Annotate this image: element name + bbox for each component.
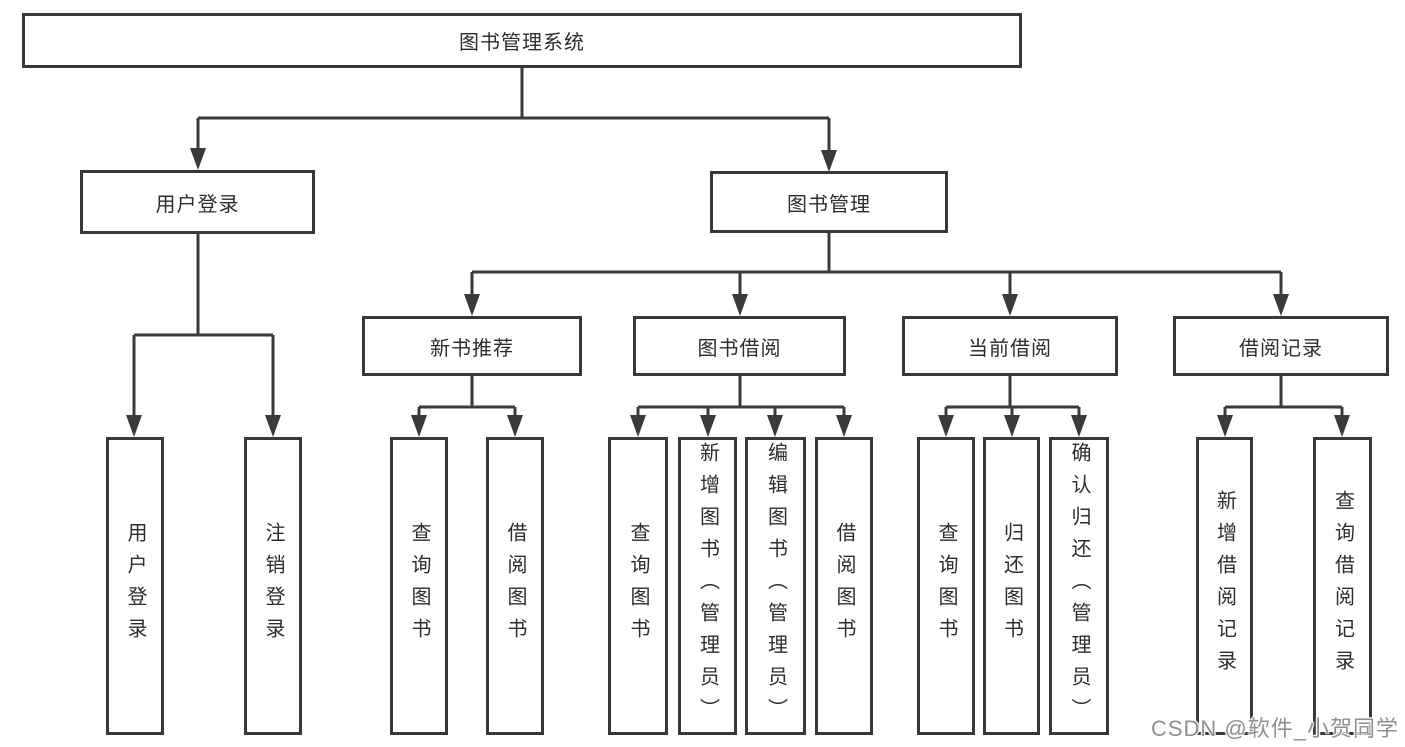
leaf-borrow-books-recommend: 借阅图书 — [486, 437, 544, 735]
leaf-add-book-admin: 新增图书（管理员） — [678, 437, 737, 735]
leaf-label: 查询借阅记录 — [1331, 490, 1354, 682]
leaf-query-books-recommend: 查询图书 — [390, 437, 448, 735]
node-book-borrowing: 图书借阅 — [633, 316, 846, 376]
csdn-watermark: CSDN @软件_小贺同学 — [1150, 716, 1399, 741]
leaf-label: 归还图书 — [1000, 522, 1023, 650]
leaf-label: 新增借阅记录 — [1213, 490, 1236, 682]
leaf-label: 借阅图书 — [833, 522, 855, 650]
node-current-borrowing: 当前借阅 — [902, 316, 1118, 376]
node-label: 图书管理系统 — [459, 32, 585, 54]
leaf-label: 用户登录 — [124, 522, 146, 650]
leaf-query-books-current: 查询图书 — [917, 437, 975, 735]
node-label: 图书管理 — [787, 193, 871, 216]
leaf-logout: 注销登录 — [244, 437, 302, 735]
node-user-login: 用户登录 — [80, 170, 315, 234]
leaf-label: 查询图书 — [627, 522, 649, 650]
leaf-user-login: 用户登录 — [106, 437, 164, 735]
leaf-label: 查询图书 — [408, 522, 430, 650]
node-label: 新书推荐 — [430, 337, 514, 360]
node-new-book-recommendation: 新书推荐 — [362, 316, 582, 376]
leaf-query-borrow-record: 查询借阅记录 — [1313, 437, 1372, 735]
leaf-label: 借阅图书 — [504, 522, 526, 650]
node-label: 图书借阅 — [697, 337, 782, 360]
leaf-label: 确认归还（管理员） — [1068, 442, 1090, 730]
leaf-add-borrow-record: 新增借阅记录 — [1196, 437, 1253, 735]
leaf-query-books-borrowing: 查询图书 — [608, 437, 668, 735]
leaf-label: 编辑图书（管理员） — [764, 442, 787, 730]
node-label: 借阅记录 — [1239, 337, 1323, 360]
leaf-borrow-books-borrowing: 借阅图书 — [815, 437, 873, 735]
node-library-management-system: 图书管理系统 — [22, 13, 1022, 68]
node-book-management: 图书管理 — [710, 171, 948, 233]
leaf-confirm-return-admin: 确认归还（管理员） — [1049, 437, 1109, 735]
leaf-label: 查询图书 — [935, 522, 957, 650]
leaf-return-books: 归还图书 — [983, 437, 1040, 735]
leaf-label: 新增图书（管理员） — [696, 442, 719, 730]
node-label: 用户登录 — [155, 193, 240, 216]
node-label: 当前借阅 — [968, 337, 1052, 360]
leaf-label: 注销登录 — [262, 522, 284, 650]
connector-path — [132, 68, 1344, 417]
node-borrowing-records: 借阅记录 — [1173, 316, 1389, 376]
leaf-edit-book-admin: 编辑图书（管理员） — [745, 437, 806, 735]
